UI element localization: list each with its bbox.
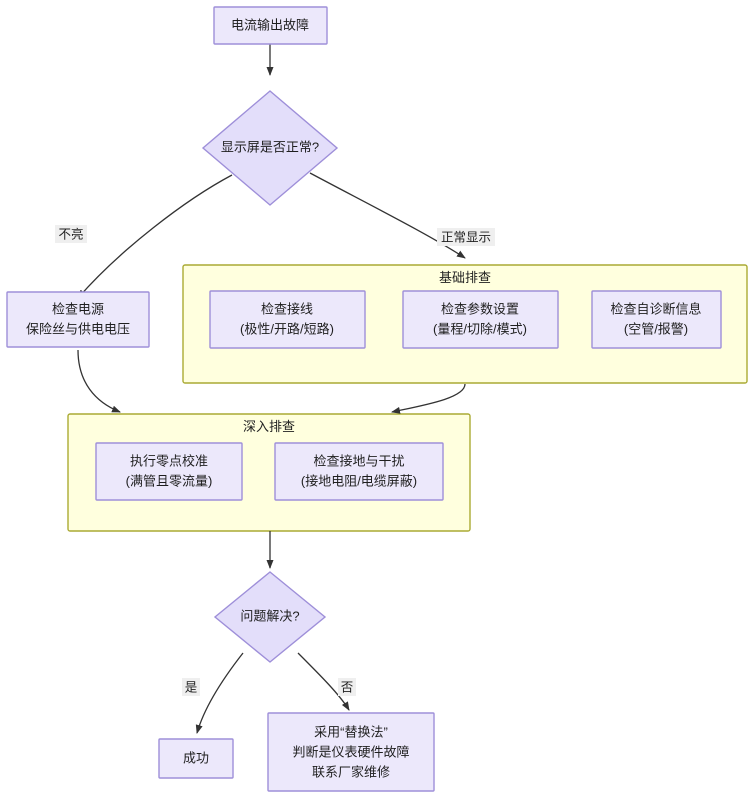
node-replacement-method-label-line-2: 判断是仪表硬件故障 [292,744,409,759]
node-check-wiring-label-line-1: 检查接线 [261,301,313,316]
node-decision-display-shape[interactable] [201,90,339,206]
cluster-deep-label: 深入排查 [243,419,295,434]
node-check-grounding-label-line-2: (接地电阻/电缆屏蔽) [301,473,417,488]
node-decision-solved-label: 问题解决? [240,608,299,623]
node-decision-display-label: 显示屏是否正常? [221,139,319,154]
node-zero-calibration-label-line-2: (满管且零流量) [126,473,213,488]
node-zero-calibration-label-line-1: 执行零点校准 [130,453,208,468]
node-check-params-label-line-2: (量程/切除/模式) [433,321,527,336]
node-check-power[interactable]: 检查电源 保险丝与供电电压 [6,291,150,348]
node-check-grounding-label-line-1: 检查接地与干扰 [313,453,404,468]
node-decision-solved[interactable]: 问题解决? [213,571,327,663]
node-decision-solved-shape[interactable] [213,571,327,663]
edge-label-no-bg [338,678,356,696]
edge-solved-no-to-replace [297,652,350,711]
node-check-wiring-label-line-2: (极性/开路/短路) [240,321,334,336]
node-check-power-label-line-1: 检查电源 [52,301,104,316]
node-decision-display[interactable]: 显示屏是否正常? [201,90,339,206]
edge-label-yes: 是 [185,680,198,694]
edge-label-not-lit: 不亮 [58,226,83,241]
node-check-wiring[interactable]: 检查接线 (极性/开路/短路) [209,290,366,349]
edge-label-yes-bg [182,678,200,696]
node-check-power-label-line-2: 保险丝与供电电压 [26,321,130,336]
edge-display-to-power [77,174,233,299]
node-check-grounding-box[interactable] [274,442,444,501]
edge-labels-group: 不亮 正常显示 是 否 [55,225,495,696]
cluster-basic-label: 基础排查 [439,270,491,285]
edge-label-not-lit-bg [55,225,87,243]
node-start[interactable]: 电流输出故障 [213,6,328,45]
node-check-wiring-box[interactable] [209,290,366,349]
node-success-box[interactable] [158,738,234,779]
node-check-params-label-line-1: 检查参数设置 [441,301,519,316]
node-replacement-method-box[interactable] [267,712,435,792]
edge-label-normal-display-bg [437,228,495,246]
edge-display-to-basic [309,172,466,259]
node-check-diagnostics-box[interactable] [591,290,722,349]
node-start-box[interactable] [213,6,328,45]
node-start-label-line-1: 电流输出故障 [231,17,309,32]
edge-power-to-deep [77,349,121,413]
edge-label-normal-display: 正常显示 [441,230,491,244]
node-success-label: 成功 [183,750,209,765]
node-check-diagnostics-label-line-2: (空管/报警) [624,321,688,336]
node-zero-calibration[interactable]: 执行零点校准 (满管且零流量) [95,442,243,501]
node-zero-calibration-box[interactable] [95,442,243,501]
node-check-params-box[interactable] [402,290,559,349]
node-check-diagnostics[interactable]: 检查自诊断信息 (空管/报警) [591,290,722,349]
node-replacement-method-label-line-1: 采用“替换法” [314,724,388,739]
edge-basic-to-deep [391,383,466,414]
edge-solved-yes-to-success [195,652,244,734]
node-check-power-box[interactable] [6,291,150,348]
node-replacement-method-label-line-3: 联系厂家维修 [312,764,390,779]
edges-group [77,43,466,734]
node-success[interactable]: 成功 [158,738,234,779]
edge-label-no: 否 [341,680,354,694]
node-check-diagnostics-label-line-1: 检查自诊断信息 [610,301,701,316]
node-check-params[interactable]: 检查参数设置 (量程/切除/模式) [402,290,559,349]
node-replacement-method[interactable]: 采用“替换法” 判断是仪表硬件故障 联系厂家维修 [267,712,435,792]
node-check-grounding[interactable]: 检查接地与干扰 (接地电阻/电缆屏蔽) [274,442,444,501]
